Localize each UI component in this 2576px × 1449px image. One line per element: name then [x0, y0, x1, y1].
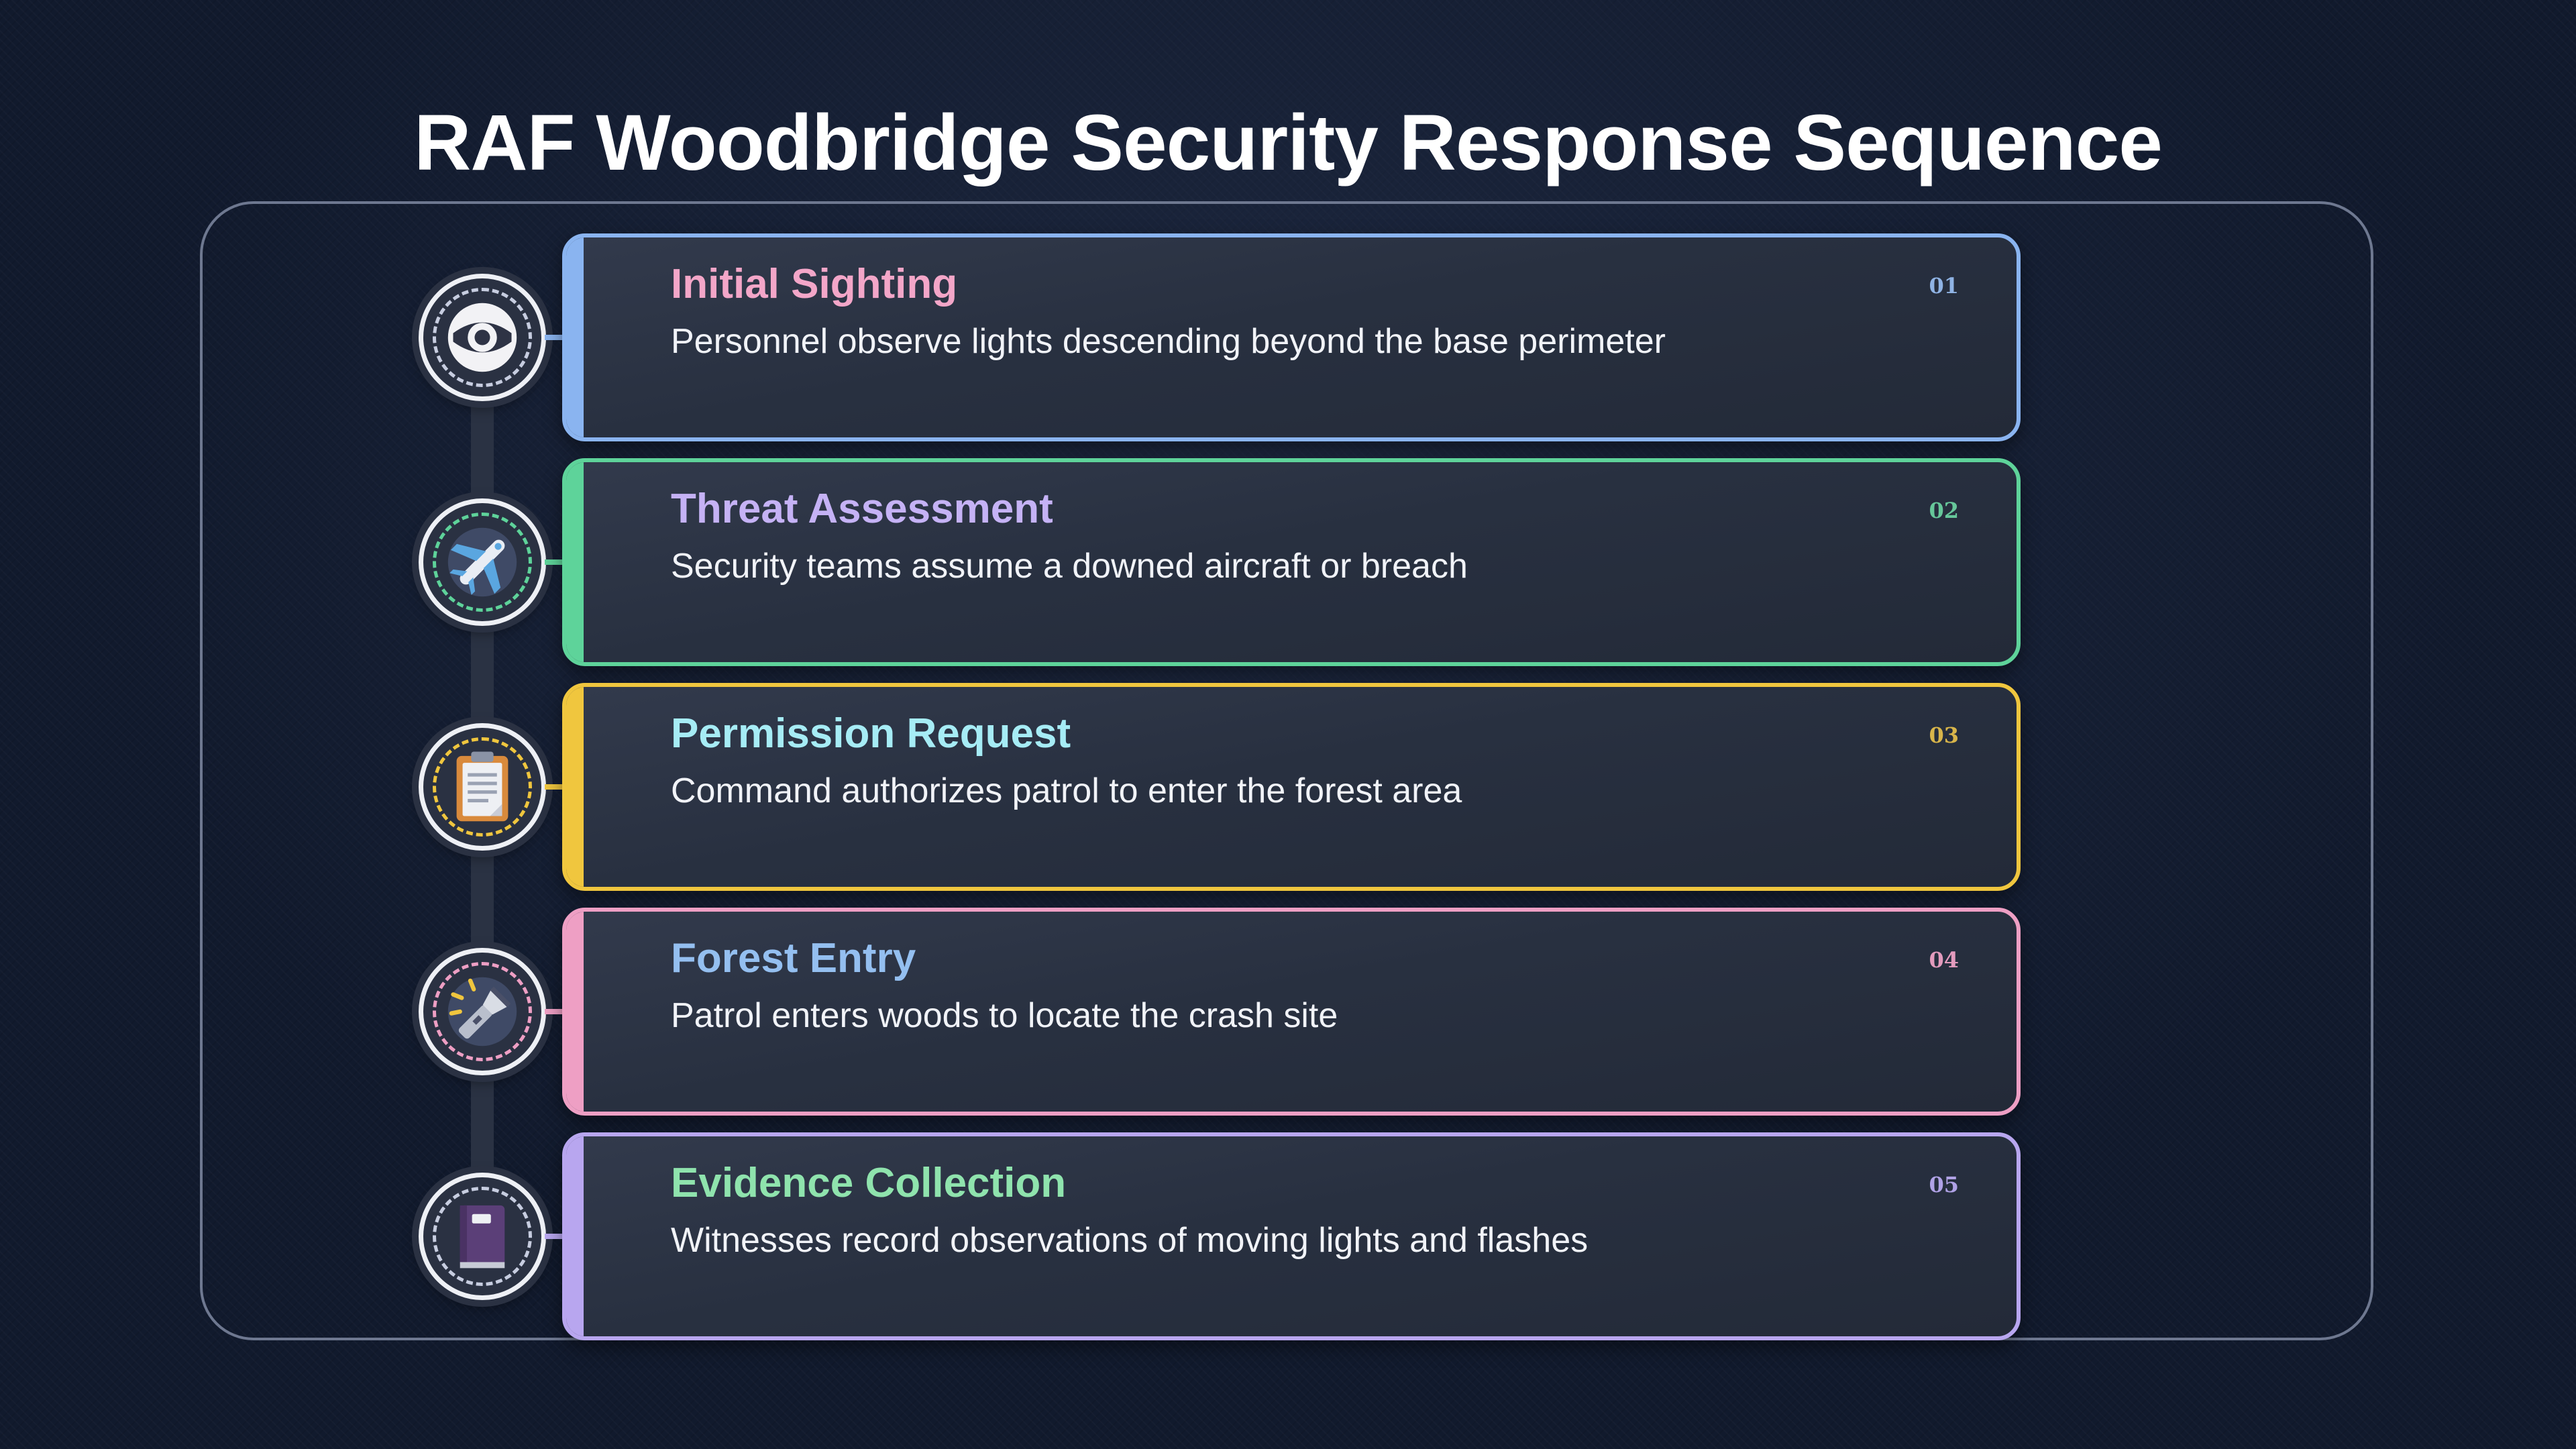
step-title: Forest Entry [671, 935, 916, 981]
timeline-step-permission-request: Permission Request Command authorizes pa… [0, 683, 2576, 891]
card-accent-bar [566, 912, 584, 1112]
step-number: 05 [1929, 1172, 1959, 1197]
step-node [419, 1173, 546, 1300]
page-title: RAF Woodbridge Security Response Sequenc… [414, 99, 2163, 187]
step-description: Witnesses record observations of moving … [671, 1221, 1589, 1260]
timeline-step-initial-sighting: Initial Sighting Personnel observe light… [0, 233, 2576, 441]
step-title: Threat Assessment [671, 486, 1053, 532]
timeline-step-forest-entry: Forest Entry Patrol enters woods to loca… [0, 908, 2576, 1116]
flashlight-icon [447, 977, 517, 1046]
eye-icon [447, 303, 517, 372]
step-card: Evidence Collection Witnesses record obs… [562, 1132, 2021, 1340]
card-accent-bar [566, 237, 584, 437]
step-description: Personnel observe lights descending beyo… [671, 322, 1666, 361]
step-node [419, 274, 546, 401]
node-dashed-ring [433, 288, 532, 387]
notebook-icon [460, 1205, 505, 1269]
step-card: Forest Entry Patrol enters woods to loca… [562, 908, 2021, 1116]
card-accent-bar [566, 687, 584, 887]
step-node [419, 948, 546, 1075]
step-number: 02 [1929, 498, 1959, 523]
step-connector [545, 1234, 568, 1239]
step-connector [545, 559, 568, 565]
step-card: Initial Sighting Personnel observe light… [562, 233, 2021, 441]
timeline-step-evidence-collection: Evidence Collection Witnesses record obs… [0, 1132, 2576, 1340]
step-title: Evidence Collection [671, 1160, 1067, 1206]
step-card: Permission Request Command authorizes pa… [562, 683, 2021, 891]
card-accent-bar [566, 462, 584, 662]
step-description: Security teams assume a downed aircraft … [671, 547, 1468, 586]
step-connector [545, 335, 568, 340]
step-number: 03 [1929, 722, 1959, 748]
card-accent-bar [566, 1136, 584, 1336]
step-number: 04 [1929, 947, 1959, 973]
step-description: Command authorizes patrol to enter the f… [671, 771, 1462, 810]
step-card: Threat Assessment Security teams assume … [562, 458, 2021, 666]
step-number: 01 [1929, 273, 1959, 299]
step-node [419, 723, 546, 851]
node-dashed-ring [433, 962, 532, 1061]
step-title: Permission Request [671, 710, 1071, 757]
step-connector [545, 1009, 568, 1014]
clipboard-icon [456, 751, 508, 822]
timeline-step-threat-assessment: Threat Assessment Security teams assume … [0, 458, 2576, 666]
step-node [419, 498, 546, 626]
step-title: Initial Sighting [671, 261, 958, 307]
step-connector [545, 784, 568, 790]
step-description: Patrol enters woods to locate the crash … [671, 996, 1338, 1035]
node-dashed-ring [433, 737, 532, 837]
node-dashed-ring [433, 1187, 532, 1286]
node-dashed-ring [433, 513, 532, 612]
airplane-icon [447, 527, 517, 597]
